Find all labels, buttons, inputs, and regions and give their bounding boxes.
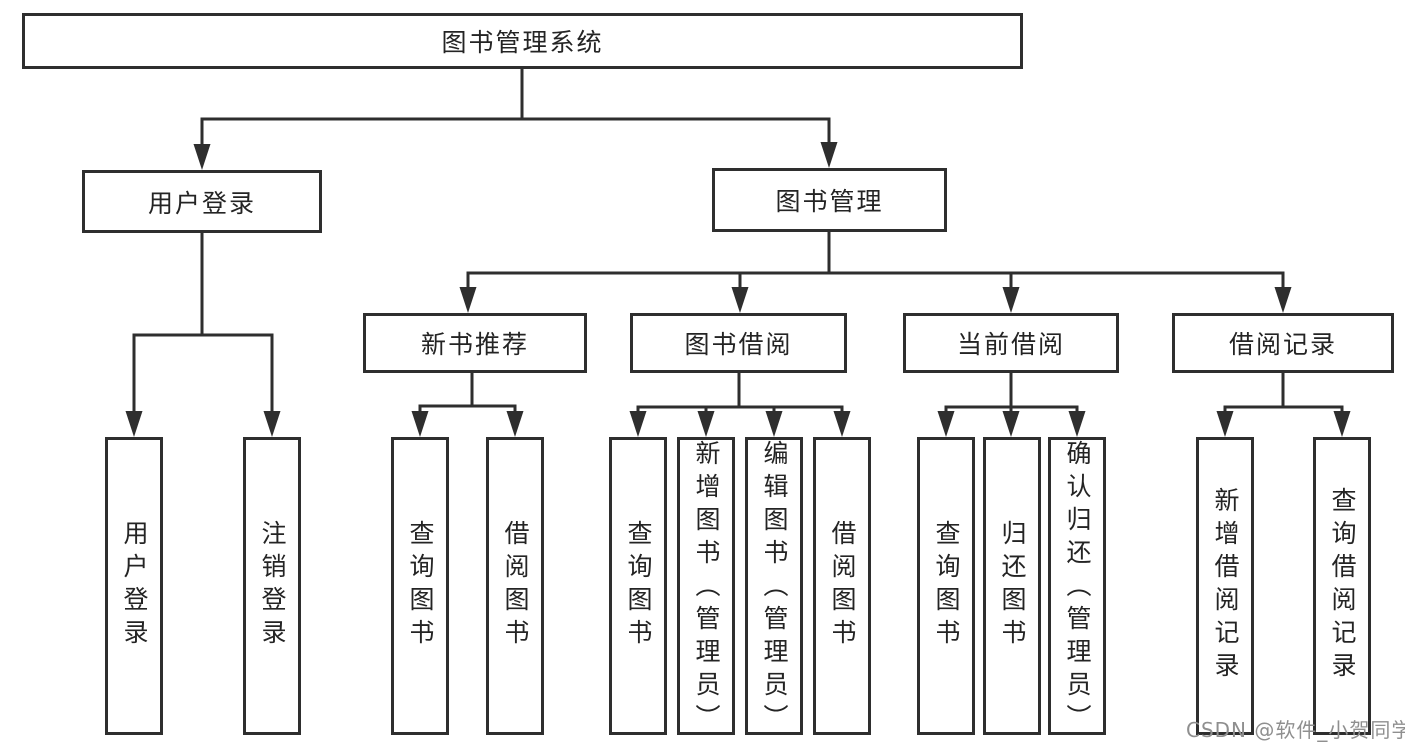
node-borrowing-records: 借阅记录 [1172, 313, 1394, 373]
csdn-watermark: CSDN @软件_小贺同学 [1186, 718, 1405, 742]
leaf-add-borrow-record-label: 新增借阅记录 [1211, 487, 1240, 685]
leaf-add-book-admin: 新增图书（管理员） [677, 437, 735, 737]
node-book-borrowing: 图书借阅 [630, 313, 847, 373]
leaf-query-books-current-label: 查询图书 [932, 520, 961, 652]
leaf-borrow-books-recommend: 借阅图书 [486, 437, 544, 735]
connector-user-login [125, 233, 281, 437]
leaf-edit-book-admin: 编辑图书（管理员） [745, 437, 803, 737]
leaf-logout: 注销登录 [243, 437, 301, 735]
leaf-query-books-current: 查询图书 [917, 437, 975, 735]
node-user-login: 用户登录 [82, 170, 322, 233]
leaf-query-books-borrowing: 查询图书 [609, 437, 667, 735]
leaf-query-books-borrowing-label: 查询图书 [624, 520, 653, 652]
leaf-confirm-return-admin-label: 确认归还（管理员） [1063, 440, 1092, 737]
leaf-borrow-books-borrowing-label: 借阅图书 [828, 520, 857, 652]
connector-borrowing-records [1216, 373, 1351, 437]
leaf-confirm-return-admin: 确认归还（管理员） [1048, 437, 1106, 737]
leaf-query-borrow-record: 查询借阅记录 [1313, 437, 1371, 735]
leaf-user-login-label: 用户登录 [120, 520, 149, 652]
leaf-query-books-recommend: 查询图书 [391, 437, 449, 735]
node-library-management-system: 图书管理系统 [22, 13, 1023, 69]
leaf-logout-label: 注销登录 [258, 520, 287, 652]
connector-new-book-recommendation [411, 373, 524, 437]
leaf-return-books: 归还图书 [983, 437, 1041, 735]
leaf-query-borrow-record-label: 查询借阅记录 [1328, 487, 1357, 685]
leaf-borrow-books-borrowing: 借阅图书 [813, 437, 871, 735]
node-current-borrowing: 当前借阅 [903, 313, 1119, 373]
leaf-return-books-label: 归还图书 [998, 520, 1027, 652]
leaf-edit-book-admin-label: 编辑图书（管理员） [760, 440, 789, 737]
connector-book-borrowing [629, 373, 851, 437]
leaf-query-books-recommend-label: 查询图书 [406, 520, 435, 652]
connector-current-borrowing [937, 373, 1086, 437]
leaf-add-borrow-record: 新增借阅记录 [1196, 437, 1254, 735]
leaf-add-book-admin-label: 新增图书（管理员） [692, 440, 721, 737]
node-new-book-recommendation: 新书推荐 [363, 313, 587, 373]
leaf-borrow-books-recommend-label: 借阅图书 [501, 520, 530, 652]
leaf-user-login: 用户登录 [105, 437, 163, 735]
connector-root [193, 69, 838, 170]
node-book-management: 图书管理 [712, 168, 947, 232]
connector-book-management [459, 232, 1292, 313]
